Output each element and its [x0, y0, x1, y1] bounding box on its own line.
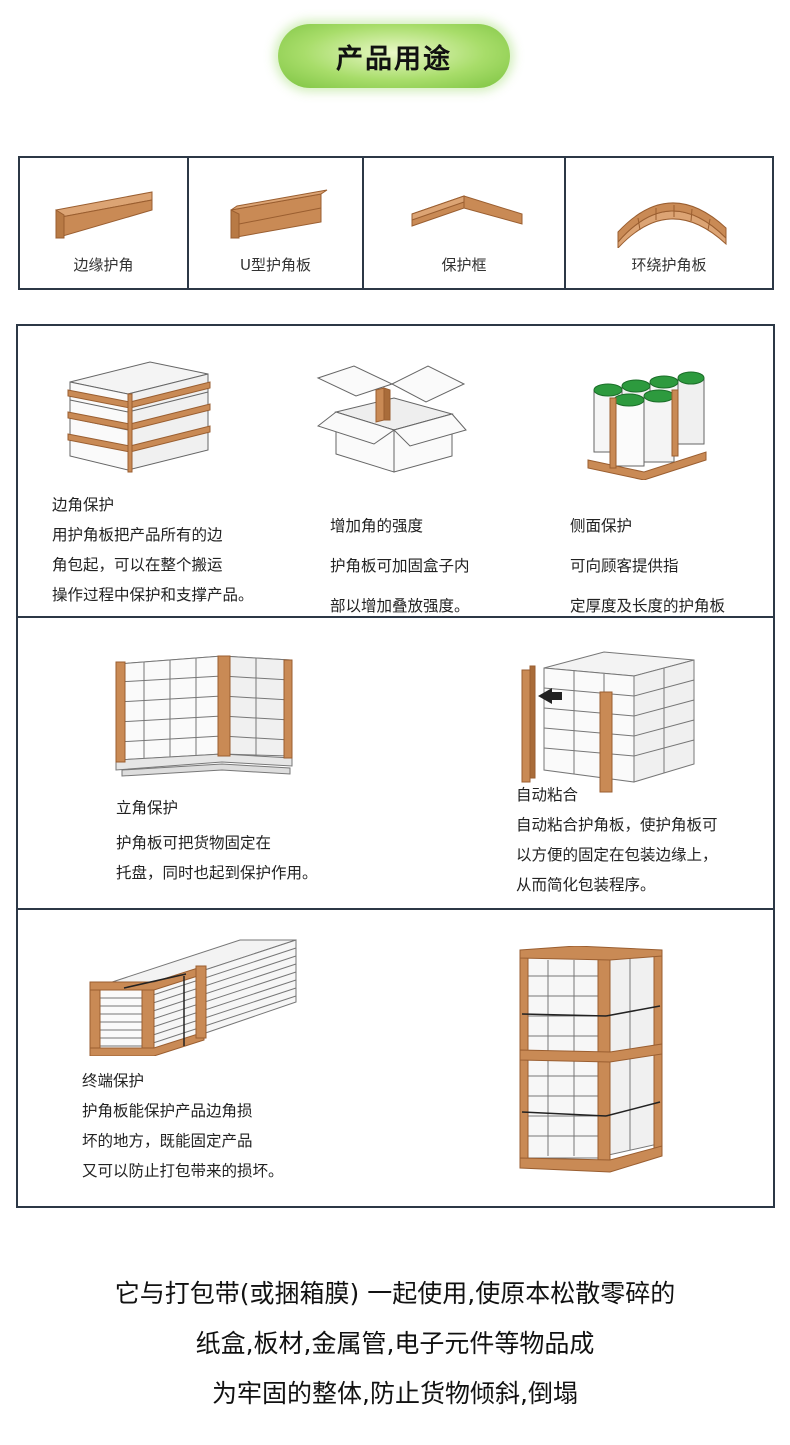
caption-line: 托盘，同时也起到保护作用。 [116, 864, 318, 882]
type-label: 环绕护角板 [631, 256, 707, 274]
footer-line-2: 纸盒,板材,金属管,电子元件等物品成 [195, 1329, 595, 1358]
edge-protector-icon [55, 191, 153, 239]
caption-title: 增加角的强度 [330, 517, 424, 535]
caption-title: 立角保护 [116, 799, 179, 817]
type-cell-wrap: 环绕护角板 [566, 158, 772, 288]
row-divider [18, 908, 773, 910]
caption-side-protection: 侧面保护 可向顾客提供指 定厚度及长度的护角板 [570, 506, 725, 626]
caption-line: 护角板能保护产品边角损 [82, 1102, 253, 1120]
section-title: 产品用途 [336, 43, 452, 75]
u-channel-icon [230, 189, 328, 239]
caption-line: 用护角板把产品所有的边 [52, 526, 223, 544]
wrapped-pallet-illustration [519, 946, 663, 1173]
caption-line: 护角板可把货物固定在 [116, 834, 272, 852]
product-types-table: 边缘护角 U型护角板 保护框 环绕护角板 [18, 156, 774, 290]
caption-edge-protection: 边角保护 用护角板把产品所有的边 角包起，可以在整个搬运 操作过程中保护和支撑产… [52, 490, 254, 610]
type-label: U型护角板 [240, 256, 311, 274]
wrap-around-icon [617, 202, 727, 248]
caption-line: 从而简化包装程序。 [516, 876, 656, 894]
open-box-illustration [316, 365, 467, 473]
pallet-load-vertical-corners-illustration [115, 655, 293, 777]
stacked-boards-illustration [67, 361, 211, 473]
protective-frame-icon [411, 195, 523, 227]
footer-line-3: 为牢固的整体,防止货物倾斜,倒塌 [212, 1379, 578, 1408]
caption-auto-bond: 自动粘合 自动粘合护角板，使护角板可 以方便的固定在包装边缘上， 从而简化包装程… [516, 780, 718, 900]
caption-line: 以方便的固定在包装边缘上， [516, 846, 718, 864]
caption-line: 部以增加叠放强度。 [330, 597, 470, 615]
caption-line: 自动粘合护角板，使护角板可 [516, 816, 718, 834]
caption-line: 角包起，可以在整个搬运 [52, 556, 223, 574]
caption-corner-strength: 增加角的强度 护角板可加固盒子内 部以增加叠放强度。 [330, 506, 470, 626]
type-label: 保护框 [441, 256, 487, 274]
auto-bond-illustration [521, 651, 695, 793]
uses-panel: 边角保护 用护角板把产品所有的边 角包起，可以在整个搬运 操作过程中保护和支撑产… [16, 324, 775, 1208]
caption-end-protection: 终端保护 护角板能保护产品边角损 坏的地方，既能固定产品 又可以防止打包带来的损… [82, 1066, 284, 1186]
type-label: 边缘护角 [73, 256, 134, 274]
caption-vertical-corner: 立角保护 护角板可把货物固定在 托盘，同时也起到保护作用。 [116, 792, 318, 888]
caption-line: 可向顾客提供指 [570, 557, 679, 575]
caption-title: 终端保护 [82, 1072, 145, 1090]
caption-title: 自动粘合 [516, 786, 579, 804]
caption-title: 边角保护 [52, 496, 115, 514]
caption-line: 操作过程中保护和支撑产品。 [52, 586, 254, 604]
caption-title: 侧面保护 [570, 517, 633, 535]
type-cell-u: U型护角板 [189, 158, 364, 288]
caption-line: 又可以防止打包带来的损坏。 [82, 1162, 284, 1180]
footer-line-1: 它与打包带(或捆箱膜) 一起使用,使原本松散零碎的 [114, 1279, 676, 1308]
rolls-on-pallet-illustration [587, 371, 707, 480]
type-cell-edge: 边缘护角 [20, 158, 189, 288]
caption-line: 坏的地方，既能固定产品 [82, 1132, 253, 1150]
caption-line: 护角板可加固盒子内 [330, 557, 470, 575]
row-divider [18, 616, 773, 618]
type-cell-frame: 保护框 [364, 158, 566, 288]
section-title-pill: 产品用途 [278, 24, 510, 88]
board-stack-end-protection-illustration [89, 939, 297, 1056]
caption-line: 定厚度及长度的护角板 [570, 597, 726, 615]
